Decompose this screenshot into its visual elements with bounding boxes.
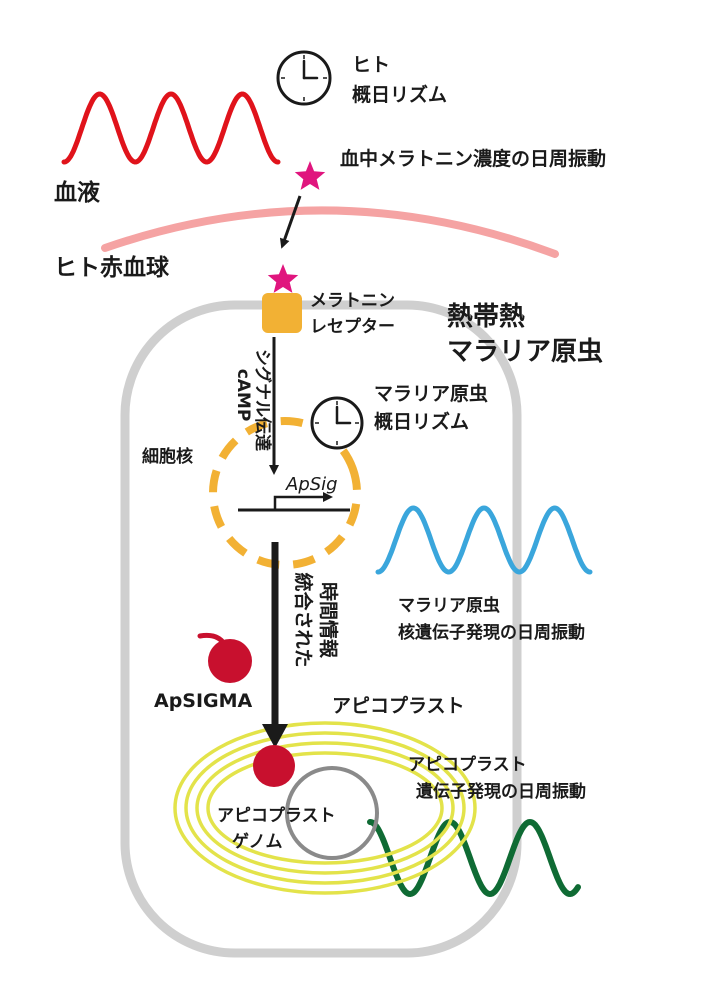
nuclear-oscillation-label-line2: 核遺伝子発現の日周振動 xyxy=(398,622,585,643)
human-rhythm-label-line2: 概日リズム xyxy=(352,83,447,106)
melatonin-receptor xyxy=(262,293,302,333)
genome-label-line1: アピコプラスト xyxy=(217,805,336,826)
apsig-gene-label: ApSig xyxy=(285,474,338,495)
nuclear-oscillation-label-line1: マラリア原虫 xyxy=(398,595,500,616)
receptor-label-line1: メラトニン xyxy=(310,291,395,311)
melatonin-bound-star-icon xyxy=(268,264,298,293)
blood-label: 血液 xyxy=(54,179,100,206)
malaria-title-line1: 熱帯熱 xyxy=(447,302,525,332)
blood-oscillation-wave xyxy=(64,94,278,162)
integrated-time-label-line2: 時間情報 xyxy=(317,582,340,659)
melatonin-oscillation-label: 血中メラトニン濃度の日周振動 xyxy=(340,147,606,170)
nuclear-oscillation-wave xyxy=(378,508,590,572)
apicoplast-oscillation-label-line2: 遺伝子発現の日周振動 xyxy=(416,781,586,802)
rbc-membrane xyxy=(105,210,555,254)
parasite-rhythm-label-line2: 概日リズム xyxy=(374,410,469,433)
apsig-promoter-arrow xyxy=(275,497,328,510)
camp-label: cAMP xyxy=(233,369,253,422)
apsigma-protein-icon xyxy=(208,639,252,683)
camp-signal-label: シグナル伝達 xyxy=(252,349,273,451)
nucleus-label: 細胞核 xyxy=(142,446,193,467)
malaria-title-line2: マラリア原虫 xyxy=(447,337,603,367)
parasite-clock-icon xyxy=(312,398,362,448)
apicoplast-oscillation-wave xyxy=(370,822,578,894)
melatonin-star-icon xyxy=(295,161,325,190)
human-clock-icon xyxy=(278,52,330,104)
human-rhythm-label-line1: ヒト xyxy=(352,54,390,76)
integrated-time-label-line1: 統合された xyxy=(292,572,315,667)
apsigma-label: ApSIGMA xyxy=(154,690,253,712)
genome-label-line2: ゲノム xyxy=(232,831,283,852)
parasite-rhythm-label-line1: マラリア原虫 xyxy=(374,382,488,405)
receptor-label-line2: レセプター xyxy=(310,316,395,337)
melatonin-binding-arrow xyxy=(283,196,300,244)
apicoplast-label: アピコプラスト xyxy=(332,694,465,717)
rbc-label: ヒト赤血球 xyxy=(54,254,170,281)
apsigma-in-apicoplast-icon xyxy=(253,745,295,787)
apicoplast-oscillation-label-line1: アピコプラスト xyxy=(408,754,527,775)
